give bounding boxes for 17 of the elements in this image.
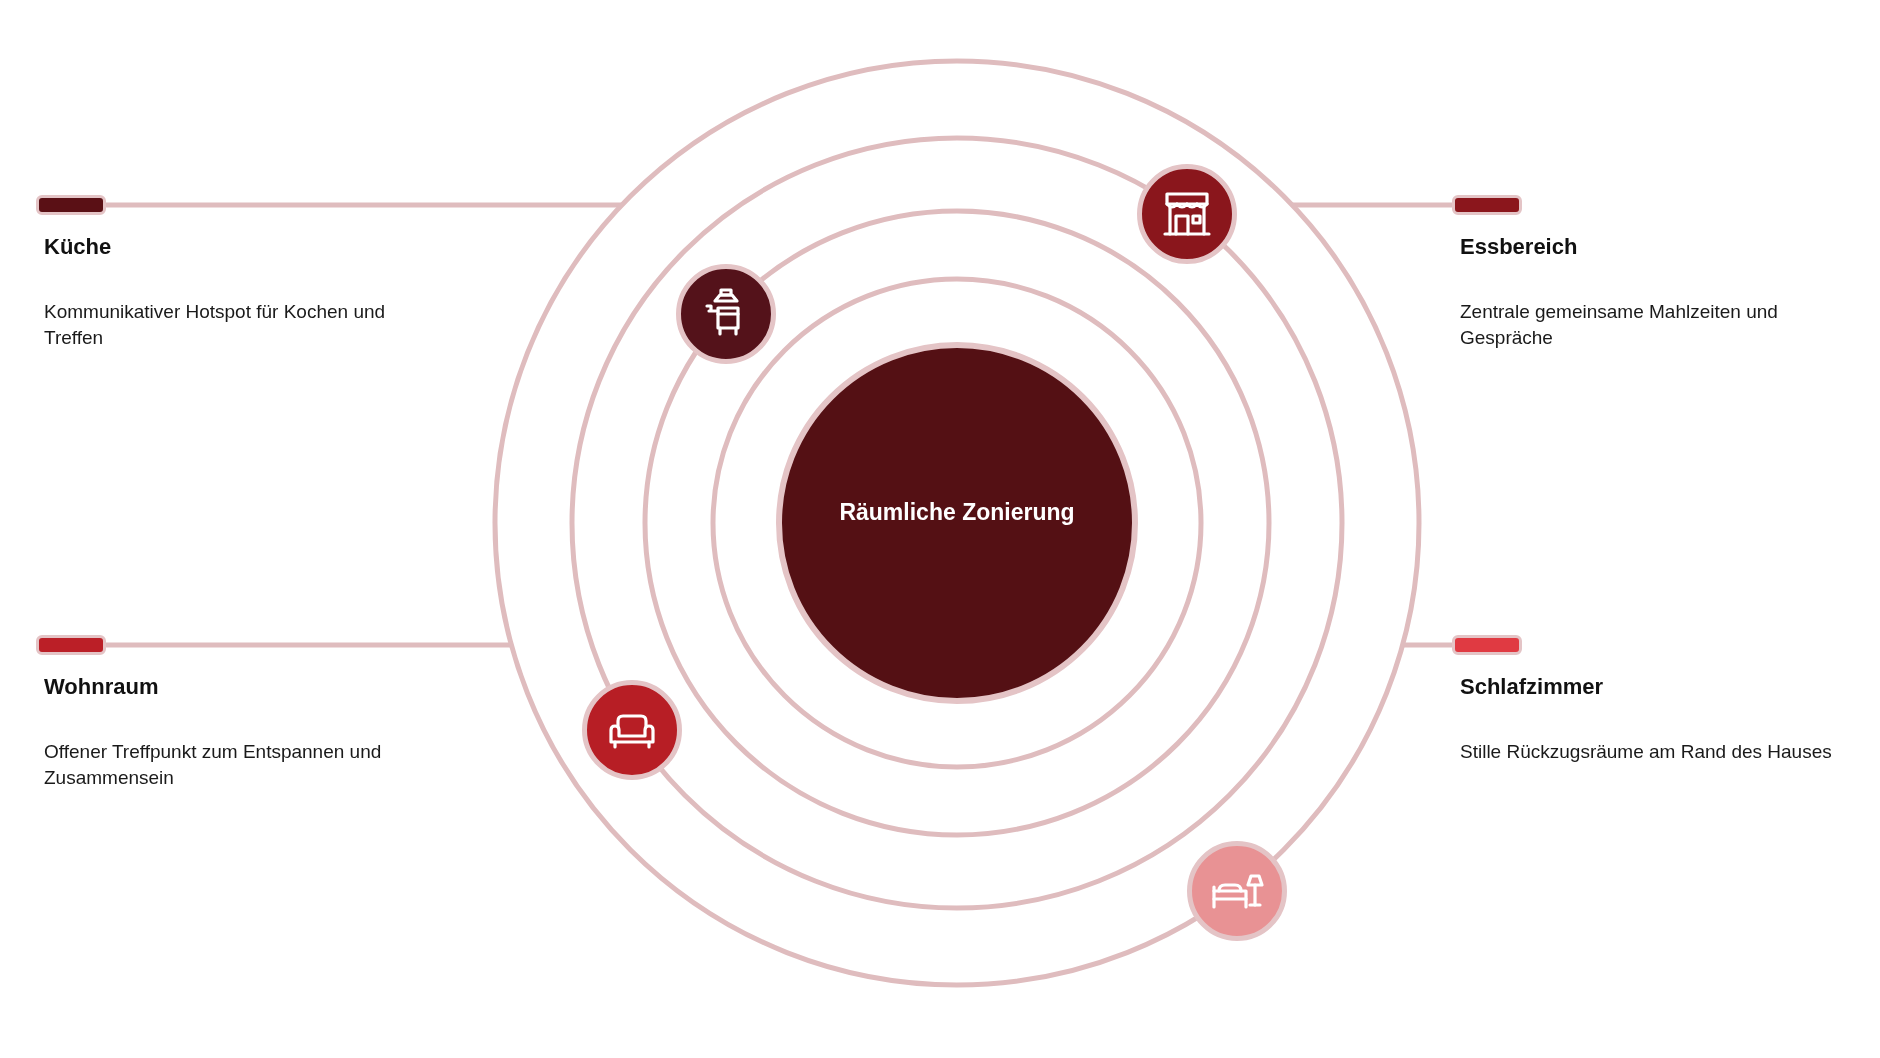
connector-line bbox=[106, 642, 512, 648]
zone-description: Stille Rückzugsräume am Rand des Hauses bbox=[1460, 740, 1832, 764]
stove-icon bbox=[675, 263, 776, 364]
zone-heading: Essbereich bbox=[1460, 233, 1578, 261]
connector-line bbox=[1402, 642, 1452, 648]
zone-heading: Küche bbox=[44, 233, 112, 261]
storefront-icon bbox=[1136, 163, 1237, 264]
zone-description: Offener Treffpunkt zum Entspannen und Zusammensein bbox=[44, 740, 383, 790]
connector-line bbox=[106, 202, 622, 208]
sofa-icon bbox=[582, 679, 683, 780]
zone-heading: Schlafzimmer bbox=[1460, 673, 1604, 701]
bed-icon bbox=[1186, 840, 1287, 941]
hub-title: Räumliche Zonierung bbox=[839, 498, 1075, 526]
zone-heading: Wohnraum bbox=[44, 673, 159, 701]
zone-description: Zentrale gemeinsame Mahlzeiten und Gespräche bbox=[1460, 300, 1779, 350]
connector-line bbox=[1292, 202, 1452, 208]
zone-description: Kommunikativer Hotspot für Kochen und Treffen bbox=[44, 300, 387, 350]
